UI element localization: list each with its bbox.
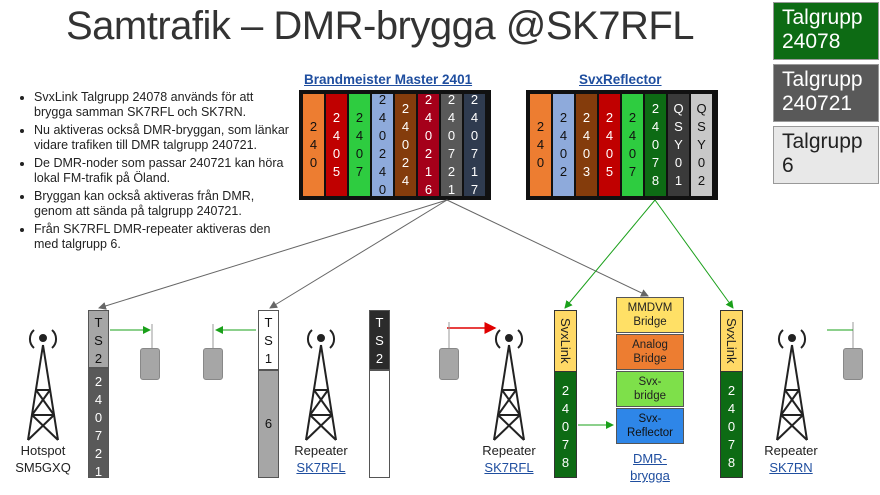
brandmeister-column: 2 4 0 7 <box>349 94 370 196</box>
svxreflector-column-label: Q S Y 0 1 <box>673 101 684 188</box>
bullet-list: SvxLink Talgrupp 24078 används för att b… <box>14 90 294 255</box>
svxlink-right-tg: 2 4 0 7 8 <box>721 372 742 477</box>
tower-icon-hotspot <box>27 329 59 441</box>
brandmeister-column: 2 4 0 7 1 7 <box>464 92 485 197</box>
rfl-ts1-tg-label: 6 <box>264 416 273 431</box>
hotspot-label: Hotspot SM5GXQ <box>15 443 71 475</box>
rfl-timeslot-2: T S 2 <box>369 310 390 370</box>
radio-icon <box>203 348 223 380</box>
bridge-analog: Analog Bridge <box>616 334 684 370</box>
svxlink-right-column: SvxLink 2 4 0 7 8 <box>720 310 743 478</box>
brandmeister-column-label: 2 4 0 2 1 6 <box>424 92 433 197</box>
bullet-item: Bryggan kan också aktiveras från DMR, ge… <box>34 189 294 219</box>
tower-icon-repeater-2 <box>493 329 525 441</box>
bridge-mmdvm: MMDVM Bridge <box>616 297 684 333</box>
radio-icon <box>140 348 160 380</box>
svxreflector-column-label: 2 4 0 <box>536 119 545 170</box>
repeater-sk7rfl-label-1: Repeater SK7RFL <box>294 443 348 475</box>
bullet-item: Från SK7RFL DMR-repeater aktiveras den m… <box>34 222 294 252</box>
svxreflector-column: Q S Y 0 2 <box>691 94 712 196</box>
svxreflector-column: 2 4 0 3 <box>576 94 597 196</box>
svxreflector-column: 2 4 0 5 <box>599 94 620 196</box>
line-bm-to-hotspot <box>98 199 448 310</box>
hotspot-timeslot: T S 2 <box>88 310 109 368</box>
bridge-svxreflector: Svx- Reflector <box>616 408 684 444</box>
svxreflector-column-label: Q S Y 0 2 <box>696 101 707 188</box>
dmr-brygga-link[interactable]: DMR- brygga <box>630 451 670 483</box>
legend-talgrupp-24078: Talgrupp 24078 <box>773 2 879 60</box>
brandmeister-column-label: 2 4 0 7 1 7 <box>470 92 479 197</box>
svxreflector-column: 2 4 0 7 8 <box>645 94 666 196</box>
svxreflector-column-label: 2 4 0 3 <box>582 110 591 179</box>
radio-icon <box>843 348 863 380</box>
svxreflector-block: 2 4 0 2 4 0 2 2 4 0 3 2 4 0 5 2 4 0 7 2 4 0 7… <box>526 90 718 200</box>
brandmeister-column: 2 4 0 5 <box>326 94 347 196</box>
line-svr-to-svxlink-right <box>654 199 734 309</box>
line-bm-to-ts1 <box>269 199 448 309</box>
rfl-ts2-talkgroup <box>369 370 390 478</box>
svxreflector-column: 2 4 0 2 <box>553 94 574 196</box>
bridge-svxbridge: Svx- bridge <box>616 371 684 407</box>
bullet-item: De DMR-noder som passar 240721 kan höra … <box>34 156 294 186</box>
rfl-ts1-talkgroup: 6 <box>258 370 279 478</box>
brandmeister-master: 2 4 0 2 4 0 5 2 4 0 7 2 4 0 2 4 0 2 4 0 2 4 2… <box>299 90 491 200</box>
repeater-sk7rn-label: Repeater SK7RN <box>764 443 818 475</box>
svxreflector-column: 2 4 0 7 <box>622 94 643 196</box>
bullet-item: Nu aktiveras också DMR-bryggan, som länk… <box>34 123 294 153</box>
bullet-item: SvxLink Talgrupp 24078 används för att b… <box>34 90 294 120</box>
brandmeister-column: 2 4 0 7 2 1 <box>441 92 462 197</box>
brandmeister-column: 2 4 0 2 4 0 <box>372 92 393 197</box>
line-bm-to-bridge <box>446 199 649 297</box>
brandmeister-header[interactable]: Brandmeister Master 2401 <box>304 72 473 87</box>
svxlink-right-label: SvxLink <box>721 311 742 372</box>
svxreflector-column: 2 4 0 <box>530 94 551 196</box>
repeater-sk7rfl-label-2: Repeater SK7RFL <box>482 443 536 475</box>
svxreflector-column-label: 2 4 0 7 8 <box>651 101 660 188</box>
svxreflector-header[interactable]: SvxReflector <box>579 72 662 87</box>
line-svr-to-svxlink-left <box>564 199 656 309</box>
hotspot-tg-label: 2 4 0 7 2 1 <box>94 374 103 479</box>
svxlink-left-column: SvxLink 2 4 0 7 8 <box>554 310 577 478</box>
svxreflector-column: Q S Y 0 1 <box>668 94 689 196</box>
svxreflector-column-label: 2 4 0 5 <box>605 110 614 179</box>
brandmeister-column-label: 2 4 0 5 <box>332 110 341 179</box>
tower-icon-repeater-3 <box>776 329 808 441</box>
brandmeister-column-label: 2 4 0 2 4 0 <box>378 92 387 197</box>
hotspot-ts-label: T S 2 <box>94 315 103 366</box>
brandmeister-column: 2 4 0 <box>303 94 324 196</box>
rfl-timeslot-1: T S 1 <box>258 310 279 370</box>
brandmeister-column-label: 2 4 0 7 2 1 <box>447 92 456 197</box>
brandmeister-column-label: 2 4 0 <box>309 119 318 170</box>
rfl-ts1-label: T S 1 <box>264 315 273 366</box>
svxreflector-column-label: 2 4 0 7 <box>628 110 637 179</box>
legend-talgrupp-240721: Talgrupp 240721 <box>773 64 879 122</box>
svxlink-left-tg: 2 4 0 7 8 <box>555 372 576 477</box>
hotspot-talkgroup: 2 4 0 7 2 1 <box>88 368 109 479</box>
page-title: Samtrafik – DMR-brygga @SK7RFL <box>66 4 695 48</box>
radio-icon <box>439 348 459 380</box>
brandmeister-column-label: 2 4 0 2 4 <box>401 101 410 188</box>
brandmeister-column-label: 2 4 0 7 <box>355 110 364 179</box>
brandmeister-column: 2 4 0 2 1 6 <box>418 92 439 197</box>
svxlink-left-label: SvxLink <box>555 311 576 372</box>
svxreflector-column-label: 2 4 0 2 <box>559 110 568 179</box>
legend-talgrupp-6: Talgrupp 6 <box>773 126 879 184</box>
rfl-ts2-label: T S 2 <box>375 315 384 366</box>
tower-icon-repeater-1 <box>305 329 337 441</box>
brandmeister-column: 2 4 0 2 4 <box>395 94 416 196</box>
